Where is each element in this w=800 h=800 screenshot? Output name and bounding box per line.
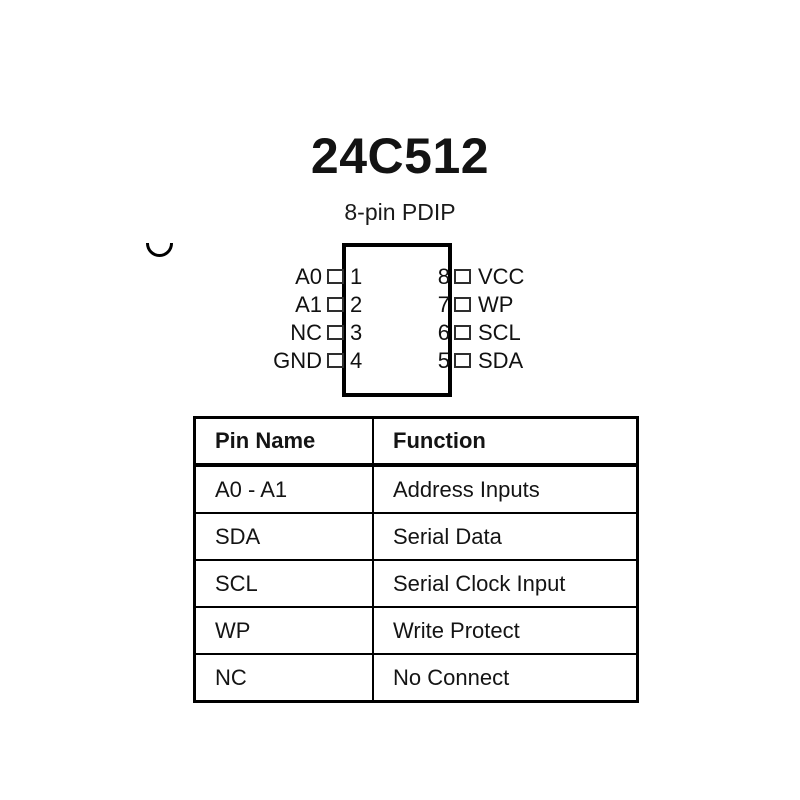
package-subtitle: 8-pin PDIP xyxy=(344,199,456,225)
cell-function: Address Inputs xyxy=(372,464,639,514)
pin-label-vcc: VCC xyxy=(478,264,525,289)
pin-label-sda: SDA xyxy=(478,348,524,373)
cell-pin-name: SDA xyxy=(193,512,374,561)
pin-label-a0: A0 xyxy=(295,264,322,289)
pin-number-8: 8 xyxy=(437,264,450,289)
pin-number-7: 7 xyxy=(437,292,450,317)
package-pinout-diagram xyxy=(240,238,560,408)
pin-square-6 xyxy=(454,325,471,340)
cell-pin-name: WP xyxy=(193,606,374,655)
pin-square-4 xyxy=(327,353,344,368)
pin-number-1: 1 xyxy=(350,264,363,289)
chip-notch-icon xyxy=(146,243,173,257)
pin-label-wp: WP xyxy=(478,292,514,317)
cell-function: No Connect xyxy=(372,653,639,703)
pin-number-6: 6 xyxy=(437,320,450,345)
pin-square-2 xyxy=(327,297,344,312)
pin-square-8 xyxy=(454,269,471,284)
page-title: 24C512 xyxy=(310,128,490,184)
pin-label-scl: SCL xyxy=(478,320,521,345)
cell-function: Write Protect xyxy=(372,606,639,655)
cell-function: Serial Clock Input xyxy=(372,559,639,608)
column-header-pin-name: Pin Name xyxy=(193,416,374,467)
cell-function: Serial Data xyxy=(372,512,639,561)
pin-square-3 xyxy=(327,325,344,340)
pin-square-1 xyxy=(327,269,344,284)
pin-square-5 xyxy=(454,353,471,368)
pin-number-2: 2 xyxy=(350,292,363,317)
cell-pin-name: SCL xyxy=(193,559,374,608)
column-header-function: Function xyxy=(372,416,639,467)
pin-number-5: 5 xyxy=(437,348,450,373)
pin-label-a1: A1 xyxy=(295,292,322,317)
table-header-row: Pin Name Function xyxy=(193,416,639,467)
pin-number-4: 4 xyxy=(350,348,363,373)
pin-label-gnd: GND xyxy=(273,348,322,373)
pin-number-3: 3 xyxy=(350,320,363,345)
pin-square-7 xyxy=(454,297,471,312)
chip-body-outline xyxy=(342,243,452,397)
cell-pin-name: A0 - A1 xyxy=(193,464,374,514)
pin-label-nc: NC xyxy=(290,320,322,345)
cell-pin-name: NC xyxy=(193,653,374,703)
